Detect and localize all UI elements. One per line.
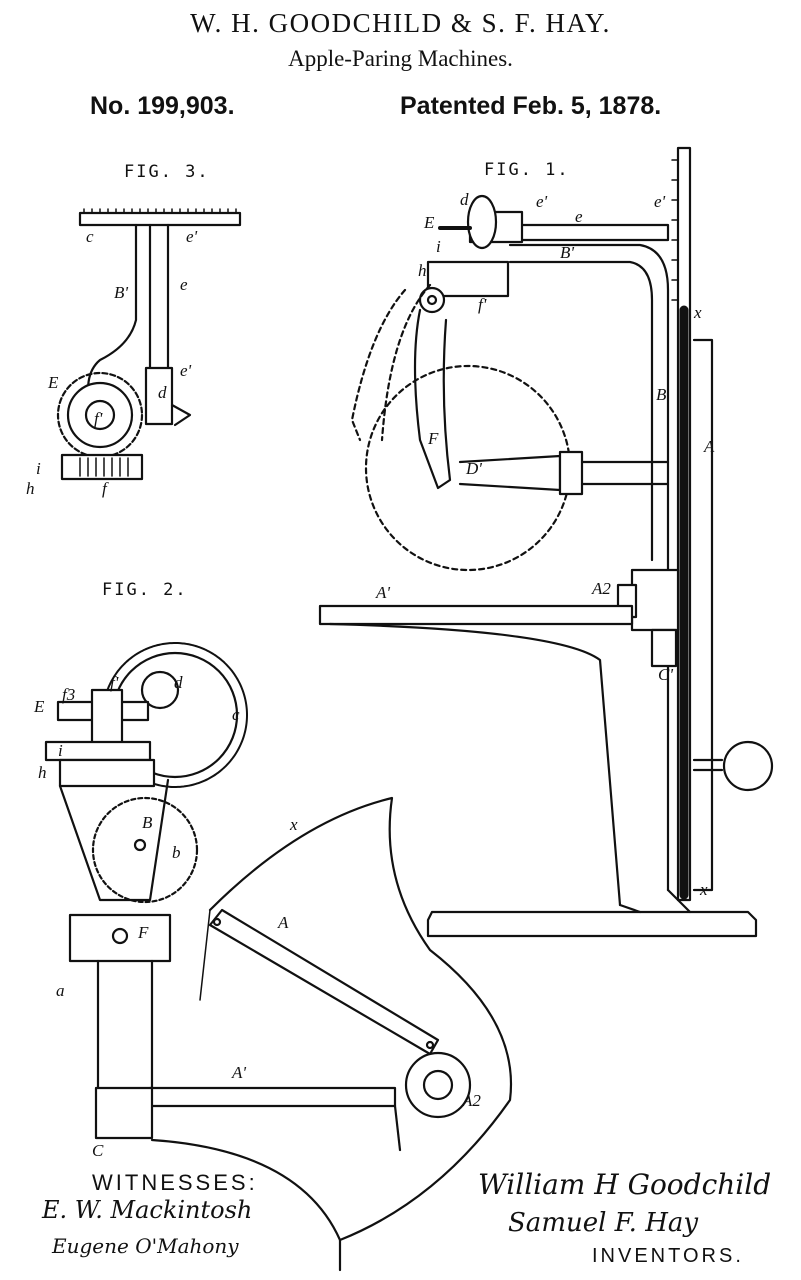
fig2-label: a bbox=[56, 981, 65, 1000]
patent-date: Patented Feb. 5, 1878. bbox=[400, 92, 662, 120]
fig3-label: f bbox=[102, 479, 109, 498]
fig1-title: FIG. 1. bbox=[484, 160, 570, 180]
fig3-label: e bbox=[180, 275, 188, 294]
fig2-label: E bbox=[33, 697, 45, 716]
fig1-label: A bbox=[703, 437, 715, 456]
inventor-signature-2: Samuel F. Hay bbox=[508, 1208, 699, 1238]
fig2-label: C bbox=[92, 1141, 104, 1160]
fig2-label: F bbox=[137, 923, 149, 942]
fig1-reference-labels: d e' e' e E B' i h f' x B A F D' A2 A' C… bbox=[375, 190, 715, 899]
inventor-signature-1: William H Goodchild bbox=[478, 1168, 772, 1201]
fig1-label: A' bbox=[375, 583, 390, 602]
fig1-label: e' bbox=[654, 192, 666, 211]
fig2-label: B bbox=[142, 813, 153, 832]
fig3-label: e' bbox=[186, 227, 198, 246]
fig1-label: E bbox=[423, 213, 435, 232]
patent-number: No. 199,903. bbox=[90, 92, 235, 120]
witnesses-heading: WITNESSES: bbox=[92, 1170, 258, 1195]
fig3-label: E bbox=[47, 373, 59, 392]
fig2-reference-labels: E f3 f' d c i h B b x A F a A' A2 C bbox=[33, 673, 481, 1160]
fig3-label: h bbox=[26, 479, 35, 498]
fig1-label: x bbox=[693, 303, 702, 322]
fig1-label: C' bbox=[658, 665, 673, 684]
fig2-label: d bbox=[174, 673, 183, 692]
fig1-label: e' bbox=[536, 192, 548, 211]
fig2-label: A2 bbox=[461, 1091, 481, 1110]
fig1-label: A2 bbox=[591, 579, 611, 598]
fig1-drawing bbox=[318, 146, 774, 938]
fig1-label: B bbox=[656, 385, 667, 404]
fig1-label: e bbox=[575, 207, 583, 226]
fig3-label: f' bbox=[94, 409, 103, 428]
fig1-label: D' bbox=[465, 459, 482, 478]
fig2-drawing bbox=[44, 642, 513, 1272]
fig2-label: i bbox=[58, 741, 63, 760]
fig3-reference-labels: c e' B' e e' E d f' i h f bbox=[26, 227, 198, 498]
fig2-label: c bbox=[232, 705, 240, 724]
patent-inventors-line: W. H. GOODCHILD & S. F. HAY. bbox=[190, 8, 611, 38]
fig1-label: i bbox=[436, 237, 441, 256]
fig3-label: B' bbox=[114, 283, 128, 302]
fig1-label: B' bbox=[560, 243, 574, 262]
fig2-title: FIG. 2. bbox=[102, 580, 188, 600]
fig2-label: A' bbox=[231, 1063, 246, 1082]
patent-subject-title: Apple-Paring Machines. bbox=[288, 46, 513, 71]
fig2-label: b bbox=[172, 843, 181, 862]
fig2-label: f' bbox=[110, 673, 119, 692]
fig1-label: f' bbox=[478, 295, 487, 314]
fig3-label: e' bbox=[180, 361, 192, 380]
fig2-label: A bbox=[277, 913, 289, 932]
fig3-drawing bbox=[56, 208, 242, 481]
fig2-label: x bbox=[289, 815, 298, 834]
witness-signature-1: E. W. Mackintosh bbox=[42, 1196, 253, 1224]
fig1-label: h bbox=[418, 261, 427, 280]
witness-signature-2: Eugene O'Mahony bbox=[52, 1234, 239, 1258]
fig2-label: h bbox=[38, 763, 47, 782]
fig1-label: x bbox=[699, 880, 708, 899]
fig3-label: d bbox=[158, 383, 167, 402]
fig1-label: F bbox=[427, 429, 439, 448]
fig3-title: FIG. 3. bbox=[124, 162, 210, 182]
fig1-label: d bbox=[460, 190, 469, 209]
fig2-label: f3 bbox=[62, 685, 75, 704]
inventors-heading: INVENTORS. bbox=[592, 1245, 744, 1267]
fig3-label: i bbox=[36, 459, 41, 478]
fig3-label: c bbox=[86, 227, 94, 246]
